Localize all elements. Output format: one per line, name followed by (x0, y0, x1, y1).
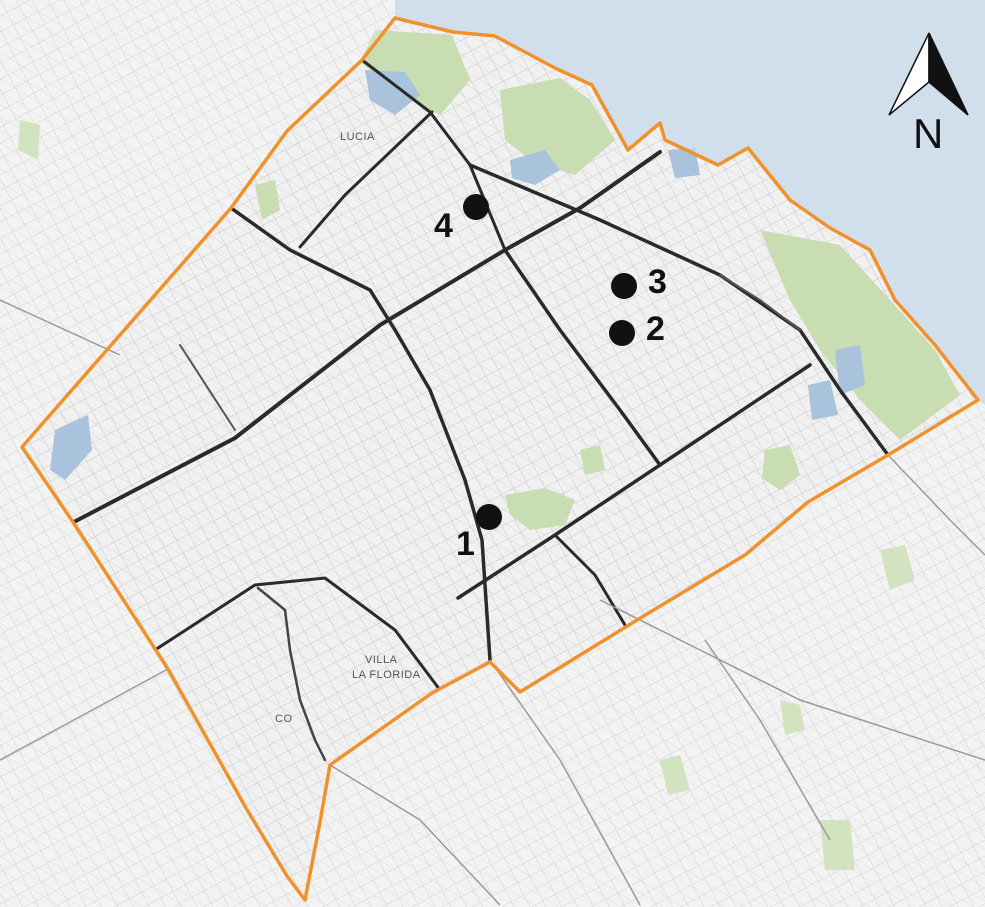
road-west-1 (179, 344, 236, 431)
outside-roads (0, 299, 985, 906)
marker-1[interactable]: 1 (456, 504, 502, 563)
road-east-outer (719, 274, 801, 331)
marker-label: 1 (456, 525, 475, 563)
location-markers: 1 2 3 4 (434, 194, 667, 563)
road-north-secondary (298, 110, 434, 249)
north-arrow-letter: N (913, 110, 943, 157)
marker-label: 2 (646, 310, 665, 348)
main-roads (68, 58, 890, 762)
marker-dot (611, 273, 637, 299)
north-arrow-icon: N (888, 32, 969, 157)
municipality-boundary (20, 16, 980, 902)
road-south-avenue (456, 363, 812, 600)
marker-label: 3 (648, 263, 667, 301)
place-label-villa-line2: LA FLORIDA (352, 669, 421, 681)
river-water (395, 0, 985, 405)
park-coastal-east (760, 230, 960, 440)
place-label-villa-line1: VILLA (365, 654, 398, 666)
park-central (505, 488, 575, 530)
lake-northeast (668, 148, 700, 178)
place-label-southwest: CO (275, 713, 293, 725)
lake-north (365, 70, 420, 115)
road-east-diagonal (468, 163, 890, 457)
marker-2[interactable]: 2 (609, 310, 665, 348)
marker-dot (463, 194, 489, 220)
road-southwest-stream (256, 586, 327, 762)
park-north (360, 30, 470, 115)
marker-3[interactable]: 3 (611, 263, 667, 301)
marker-label: 4 (434, 207, 453, 245)
lake-coastal (510, 150, 560, 185)
lake-west (50, 415, 92, 480)
road-southwest-1 (153, 576, 442, 692)
place-label-north: LUCIA (340, 131, 375, 143)
marker-dot (476, 504, 502, 530)
lake-east-1 (835, 345, 865, 395)
marker-4[interactable]: 4 (434, 194, 489, 245)
park-northwest-small (255, 180, 280, 220)
road-northwest-arc (229, 206, 492, 662)
marker-dot (609, 320, 635, 346)
lakes (50, 70, 865, 480)
road-center-diagonal (503, 248, 662, 467)
park-east (762, 445, 800, 490)
park-coastal-strip (500, 78, 615, 175)
road-avenue-diagonal-west (68, 150, 662, 526)
lake-east-2 (808, 380, 838, 420)
park-areas (18, 30, 960, 870)
